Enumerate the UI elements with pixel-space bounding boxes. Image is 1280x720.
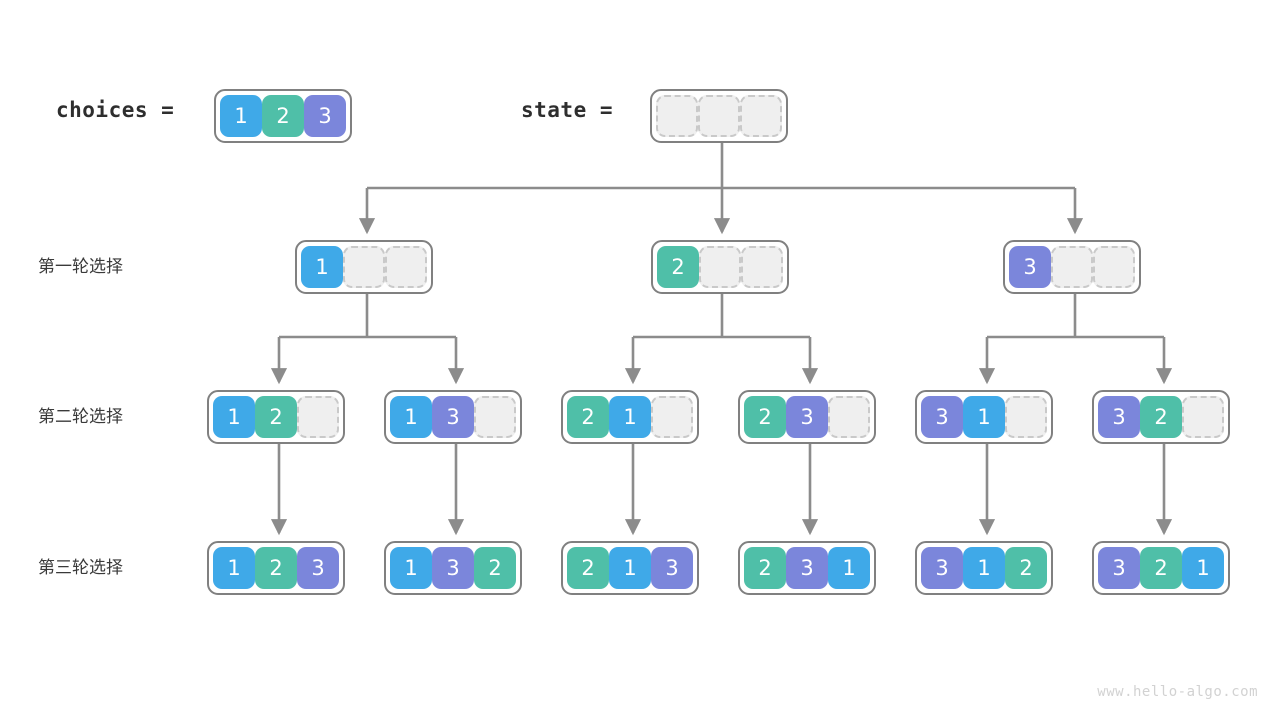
cell-level1-1-0: 1 xyxy=(301,246,343,288)
node-level3-2: 1 3 2 xyxy=(384,541,522,595)
cell-level1-3-1 xyxy=(1051,246,1093,288)
node-level3-5: 3 1 2 xyxy=(915,541,1053,595)
node-level2-5: 3 1 xyxy=(915,390,1053,444)
cell-level2-3-0: 2 xyxy=(567,396,609,438)
cell-level2-1-0: 1 xyxy=(213,396,255,438)
row-label-round-3: 第三轮选择 xyxy=(38,558,123,578)
cell-level2-1-1: 2 xyxy=(255,396,297,438)
cell-level3-4-0: 2 xyxy=(744,547,786,589)
cell-level2-1-2 xyxy=(297,396,339,438)
choices-equals: = xyxy=(161,98,175,122)
row-label-round-1: 第一轮选择 xyxy=(38,257,123,277)
cell-level2-2-1: 3 xyxy=(432,396,474,438)
cell-level1-1-1 xyxy=(343,246,385,288)
node-level1-1: 1 xyxy=(295,240,433,294)
cell-level2-2-2 xyxy=(474,396,516,438)
cell-level1-3-2 xyxy=(1093,246,1135,288)
cell-level3-2-0: 1 xyxy=(390,547,432,589)
cell-level3-2-1: 3 xyxy=(432,547,474,589)
cell-level2-6-1: 2 xyxy=(1140,396,1182,438)
node-level2-2: 1 3 xyxy=(384,390,522,444)
cell-level2-6-0: 3 xyxy=(1098,396,1140,438)
state-cell-0 xyxy=(656,95,698,137)
cell-level3-4-2: 1 xyxy=(828,547,870,589)
node-level3-6: 3 2 1 xyxy=(1092,541,1230,595)
cell-level1-3-0: 3 xyxy=(1009,246,1051,288)
cell-level3-1-2: 3 xyxy=(297,547,339,589)
watermark: www.hello-algo.com xyxy=(1097,684,1258,700)
state-array xyxy=(650,89,788,143)
cell-level1-1-2 xyxy=(385,246,427,288)
cell-level1-2-0: 2 xyxy=(657,246,699,288)
node-level2-1: 1 2 xyxy=(207,390,345,444)
cell-level1-2-2 xyxy=(741,246,783,288)
state-cell-1 xyxy=(698,95,740,137)
cell-level3-3-1: 1 xyxy=(609,547,651,589)
cell-level3-6-0: 3 xyxy=(1098,547,1140,589)
cell-level3-6-1: 2 xyxy=(1140,547,1182,589)
node-level1-3: 3 xyxy=(1003,240,1141,294)
cell-level2-4-2 xyxy=(828,396,870,438)
node-level3-4: 2 3 1 xyxy=(738,541,876,595)
row-label-round-2: 第二轮选择 xyxy=(38,407,123,427)
cell-level2-5-2 xyxy=(1005,396,1047,438)
cell-level3-3-2: 3 xyxy=(651,547,693,589)
node-level3-1: 1 2 3 xyxy=(207,541,345,595)
choices-cell-2: 3 xyxy=(304,95,346,137)
choices-text: choices xyxy=(56,98,149,122)
cell-level3-1-1: 2 xyxy=(255,547,297,589)
cell-level3-6-2: 1 xyxy=(1182,547,1224,589)
node-level2-6: 3 2 xyxy=(1092,390,1230,444)
state-label: state = xyxy=(521,98,613,122)
cell-level2-2-0: 1 xyxy=(390,396,432,438)
choices-cell-0: 1 xyxy=(220,95,262,137)
node-level2-3: 2 1 xyxy=(561,390,699,444)
node-level2-4: 2 3 xyxy=(738,390,876,444)
state-text: state xyxy=(521,98,587,122)
cell-level3-5-1: 1 xyxy=(963,547,1005,589)
cell-level2-3-2 xyxy=(651,396,693,438)
cell-level3-3-0: 2 xyxy=(567,547,609,589)
cell-level2-5-1: 1 xyxy=(963,396,1005,438)
cell-level3-5-0: 3 xyxy=(921,547,963,589)
cell-level2-4-1: 3 xyxy=(786,396,828,438)
cell-level2-6-2 xyxy=(1182,396,1224,438)
node-level3-3: 2 1 3 xyxy=(561,541,699,595)
choices-cell-1: 2 xyxy=(262,95,304,137)
choices-array: 1 2 3 xyxy=(214,89,352,143)
cell-level3-4-1: 3 xyxy=(786,547,828,589)
state-cell-2 xyxy=(740,95,782,137)
node-level1-2: 2 xyxy=(651,240,789,294)
cell-level2-5-0: 3 xyxy=(921,396,963,438)
choices-label: choices = xyxy=(56,98,174,122)
cell-level2-4-0: 2 xyxy=(744,396,786,438)
cell-level3-1-0: 1 xyxy=(213,547,255,589)
state-equals: = xyxy=(599,98,614,122)
cell-level1-2-1 xyxy=(699,246,741,288)
cell-level3-2-2: 2 xyxy=(474,547,516,589)
cell-level3-5-2: 2 xyxy=(1005,547,1047,589)
cell-level2-3-1: 1 xyxy=(609,396,651,438)
